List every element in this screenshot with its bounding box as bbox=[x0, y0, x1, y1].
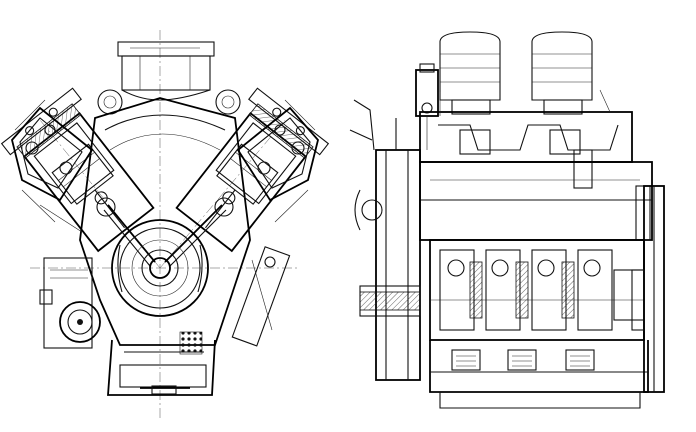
air-cleaner-left bbox=[439, 31, 501, 101]
crankcase-section bbox=[429, 239, 645, 341]
distributor bbox=[415, 63, 439, 150]
oil-pan bbox=[107, 331, 216, 396]
crankshaft bbox=[111, 219, 209, 317]
plate-1 bbox=[451, 349, 481, 371]
timing-cover bbox=[349, 99, 421, 381]
left-cylinder-head bbox=[11, 99, 94, 233]
intake-manifold bbox=[97, 41, 241, 115]
crank-pulley bbox=[359, 291, 421, 311]
air-cleaners bbox=[439, 31, 593, 115]
crankcase-outline bbox=[79, 97, 251, 346]
left-cylinder-bank bbox=[0, 87, 155, 253]
right-bank-axis bbox=[159, 119, 286, 269]
air-cleaner-right bbox=[531, 31, 593, 101]
front-section-view bbox=[0, 30, 330, 420]
crank-web-1 bbox=[469, 261, 483, 319]
crank-web-2 bbox=[515, 261, 529, 319]
engine-block-upper bbox=[419, 161, 653, 241]
plate-3 bbox=[565, 349, 595, 371]
oil-pan-side bbox=[429, 340, 649, 409]
crank-web-3 bbox=[561, 261, 575, 319]
strainer-grid bbox=[179, 331, 203, 355]
right-cylinder-head bbox=[236, 99, 319, 223]
side-section-view bbox=[349, 31, 665, 409]
cylinder-head-side bbox=[419, 111, 633, 189]
right-accessory bbox=[231, 246, 291, 347]
plate-2 bbox=[507, 349, 537, 371]
left-connecting-rod bbox=[107, 204, 156, 263]
flywheel-housing bbox=[631, 185, 665, 393]
generator bbox=[39, 257, 101, 349]
